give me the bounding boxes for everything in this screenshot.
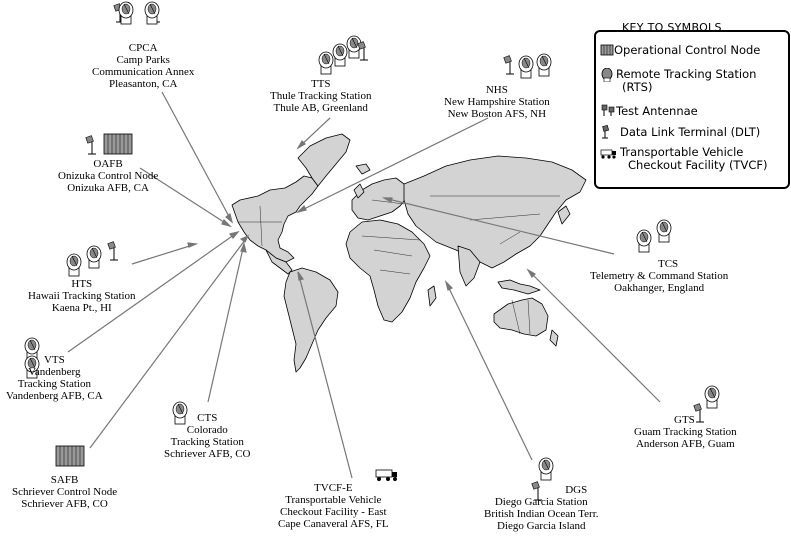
nhs-code: NHS [485, 84, 508, 96]
safb-name: Schriever Control Node [12, 486, 118, 498]
cpca-icons [113, 1, 161, 25]
safb-code: SAFB [50, 474, 79, 486]
vts-code: VTS [43, 354, 65, 366]
key-item-label: Test Antennae [616, 104, 698, 118]
tts-label: TTS Thule Tracking Station Thule AB, Gre… [270, 78, 371, 114]
key-item-label: Data Link Terminal (DLT) [620, 125, 761, 139]
tcs-icons [636, 219, 672, 253]
vts-location: Vandenberg AFB, CA [6, 390, 103, 402]
dgs-desc: British Indian Ocean Terr. [484, 508, 599, 520]
oafb-icons [85, 133, 133, 155]
oafb-label: OAFB Onizuka Control Node Onizuka AFB, C… [58, 158, 158, 194]
key-item-label: Transportable Vehicle [620, 145, 744, 159]
tts-location: Thule AB, Greenland [273, 102, 368, 114]
gts-label: GTS Guam Tracking Station Anderson AFB, … [634, 414, 737, 450]
hts-icons [66, 241, 119, 277]
vts-name: Vandenberg [28, 366, 81, 378]
transportable-vehicle-checkout-facility-icon [600, 149, 616, 159]
hts-label: HTS Hawaii Tracking Station Kaena Pt., H… [28, 278, 136, 314]
key-item-data-link-terminal: Data Link Terminal (DLT) [602, 125, 761, 139]
gts-name: Guam Tracking Station [634, 426, 737, 438]
tvcf-desc: Checkout Facility - East [279, 506, 387, 518]
gts-location: Anderson AFB, Guam [635, 438, 735, 450]
tcs-name: Telemetry & Command Station [590, 270, 729, 282]
hts-code: HTS [71, 278, 93, 290]
oafb-name: Onizuka Control Node [58, 170, 159, 182]
data-link-terminal-icon [602, 125, 610, 139]
operational-control-node-icon [600, 44, 614, 56]
cpca-code: CPCA [128, 42, 158, 54]
iceland [355, 163, 371, 175]
tcs-label: TCS Telemetry & Command Station Oakhange… [590, 258, 728, 294]
hts-location: Kaena Pt., HI [51, 302, 112, 314]
dgs-label: DGS Diego Garcia Station British Indian … [484, 484, 599, 532]
india [457, 245, 481, 287]
test-antennae-icon [601, 104, 615, 116]
madagascar [427, 285, 437, 307]
tvcf-code: TVCF-E [314, 482, 353, 494]
tcs-code: TCS [658, 258, 679, 270]
key-item-label: Remote Tracking Station [616, 67, 757, 81]
key-to-symbols: Operational Control Node Remote Tracking… [594, 30, 790, 189]
tcs-location: Oakhanger, England [614, 282, 705, 294]
cpca-label: CPCA Camp Parks Communication Annex Plea… [92, 42, 194, 90]
greenland [297, 133, 351, 187]
cts-label: CTS Colorado Tracking Station Schriever … [164, 412, 250, 460]
nhs-location: New Boston AFS, NH [447, 108, 547, 120]
key-item-label-2: (RTS) [622, 80, 653, 94]
tvcf-icons [375, 469, 398, 482]
tts-name: Thule Tracking Station [270, 90, 372, 102]
asia [403, 155, 587, 269]
safb-icons [55, 445, 85, 467]
tts-code: TTS [310, 78, 331, 90]
cpca-desc: Communication Annex [92, 66, 195, 78]
key-item-tvcf: Transportable Vehicle Checkout Facility … [600, 145, 768, 172]
cts-location: Schriever AFB, CO [164, 448, 251, 460]
tvcf-name: Transportable Vehicle [285, 494, 382, 506]
key-item-test-antennae: Test Antennae [601, 104, 698, 118]
remote-tracking-station-icon [601, 68, 613, 82]
tvcf-label: TVCF-E Transportable Vehicle Checkout Fa… [278, 482, 389, 530]
oafb-location: Onizuka AFB, CA [67, 182, 149, 194]
key-item-label: Operational Control Node [614, 43, 761, 57]
north-america [231, 175, 319, 263]
nhs-name: New Hampshire Station [444, 96, 550, 108]
nhs-label: NHS New Hampshire Station New Boston AFS… [444, 84, 550, 120]
safb-location: Schriever AFB, CO [21, 498, 108, 510]
great-britain [353, 183, 365, 199]
japan [557, 205, 571, 225]
cts-desc: Tracking Station [170, 436, 244, 448]
new-zealand [549, 329, 559, 347]
vts-desc: Tracking Station [17, 378, 91, 390]
cpca-location: Pleasanton, CA [108, 78, 178, 90]
safb-label: SAFB Schriever Control Node Schriever AF… [12, 474, 117, 510]
dgs-name: Diego Garcia Station [494, 496, 588, 508]
dgs-location: Diego Garcia Island [496, 520, 586, 532]
tvcf-location: Cape Canaveral AFS, FL [278, 518, 389, 530]
key-item-remote-tracking-station: Remote Tracking Station (RTS) [601, 67, 757, 94]
hts-name: Hawaii Tracking Station [28, 290, 136, 302]
dgs-code: DGS [565, 484, 588, 496]
australia [493, 297, 549, 337]
cts-code: CTS [197, 412, 218, 424]
key-item-operational-control-node: Operational Control Node [600, 43, 761, 57]
tts-icons [318, 35, 369, 75]
country-borders [238, 195, 560, 335]
vts-label: VTS Vandenberg Tracking Station Vandenbe… [6, 354, 103, 402]
cts-name: Colorado [186, 424, 228, 436]
oafb-code: OAFB [93, 158, 123, 170]
gts-code: GTS [674, 414, 695, 426]
cpca-name: Camp Parks [116, 54, 170, 66]
nhs-icons [503, 53, 552, 79]
key-item-label-2: Checkout Facility (TVCF) [628, 158, 768, 172]
indonesia [497, 279, 541, 295]
